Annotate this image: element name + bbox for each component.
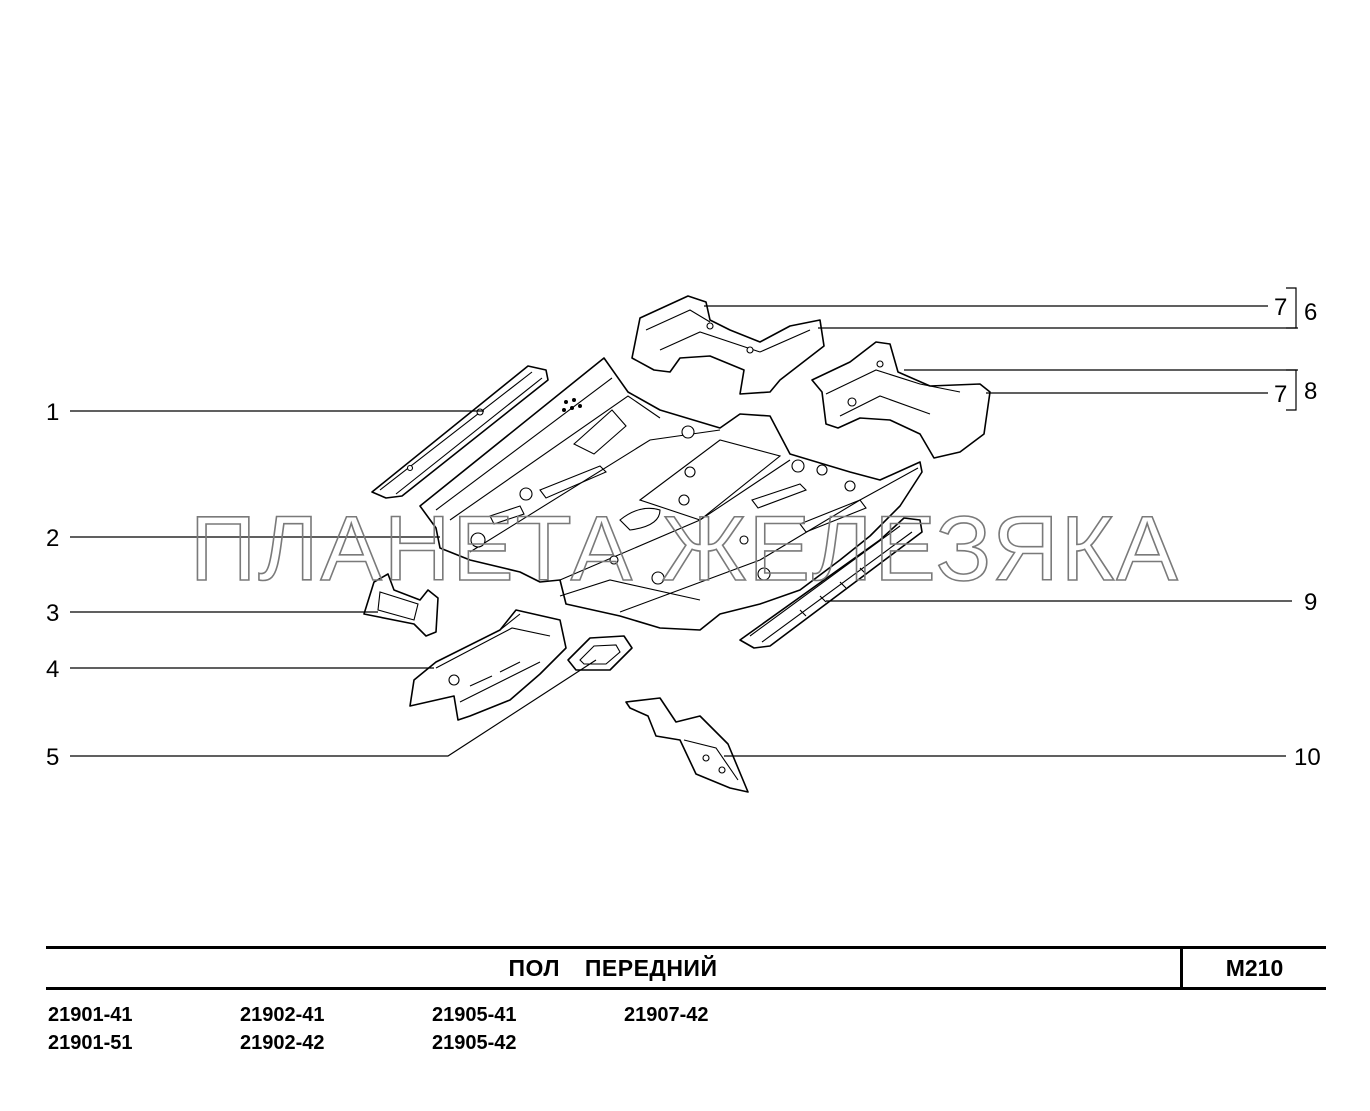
callout-7b: 7 xyxy=(1274,381,1287,408)
callout-8: 8 xyxy=(1304,378,1317,405)
model-code: 21902-41 xyxy=(240,1004,325,1026)
part-5-gasket xyxy=(567,635,633,671)
part-9-sill-reinforcement xyxy=(739,517,923,649)
title-block: ПОЛ ПЕРЕДНИЙ M210 xyxy=(46,946,1326,990)
part-2-front-floor-pan xyxy=(419,357,923,631)
leader-lines xyxy=(70,287,1298,757)
part-3-bracket xyxy=(363,573,439,637)
part-8-cross-member xyxy=(811,341,991,459)
callout-10: 10 xyxy=(1294,744,1321,771)
leader-5 xyxy=(70,659,597,757)
model-code: 21902-42 xyxy=(240,1032,325,1054)
callout-5: 5 xyxy=(46,744,59,771)
part-10-bracket xyxy=(625,697,749,793)
callout-3: 3 xyxy=(46,600,59,627)
part-1-sill-reinforcement xyxy=(371,365,549,499)
model-code: 21901-41 xyxy=(48,1004,133,1026)
bracket-6 xyxy=(1286,287,1297,329)
section-code: M210 xyxy=(1180,949,1326,987)
callout-numbers: 1 2 3 4 5 7 6 7 8 9 10 xyxy=(46,294,1321,771)
model-code: 21905-42 xyxy=(432,1032,517,1054)
parts-diagram: ПЛАНЕТА ЖЕЛЕЗЯКА 1 2 3 4 5 7 6 7 8 9 10 xyxy=(46,287,1321,793)
callout-7a: 7 xyxy=(1274,294,1287,321)
model-code: 21907-42 xyxy=(624,1004,709,1026)
callout-1: 1 xyxy=(46,399,59,426)
model-code: 21901-51 xyxy=(48,1032,133,1054)
callout-4: 4 xyxy=(46,656,59,683)
model-code: 21905-41 xyxy=(432,1004,517,1026)
part-4-tunnel-reinforcement xyxy=(409,609,567,721)
page-title: ПОЛ ПЕРЕДНИЙ xyxy=(508,954,718,981)
bracket-8 xyxy=(1286,369,1297,411)
callout-9: 9 xyxy=(1304,589,1317,616)
watermark: ПЛАНЕТА ЖЕЛЕЗЯКА xyxy=(190,498,1180,600)
callout-2: 2 xyxy=(46,525,59,552)
part-6-cross-member xyxy=(631,295,825,395)
callout-6: 6 xyxy=(1304,299,1317,326)
